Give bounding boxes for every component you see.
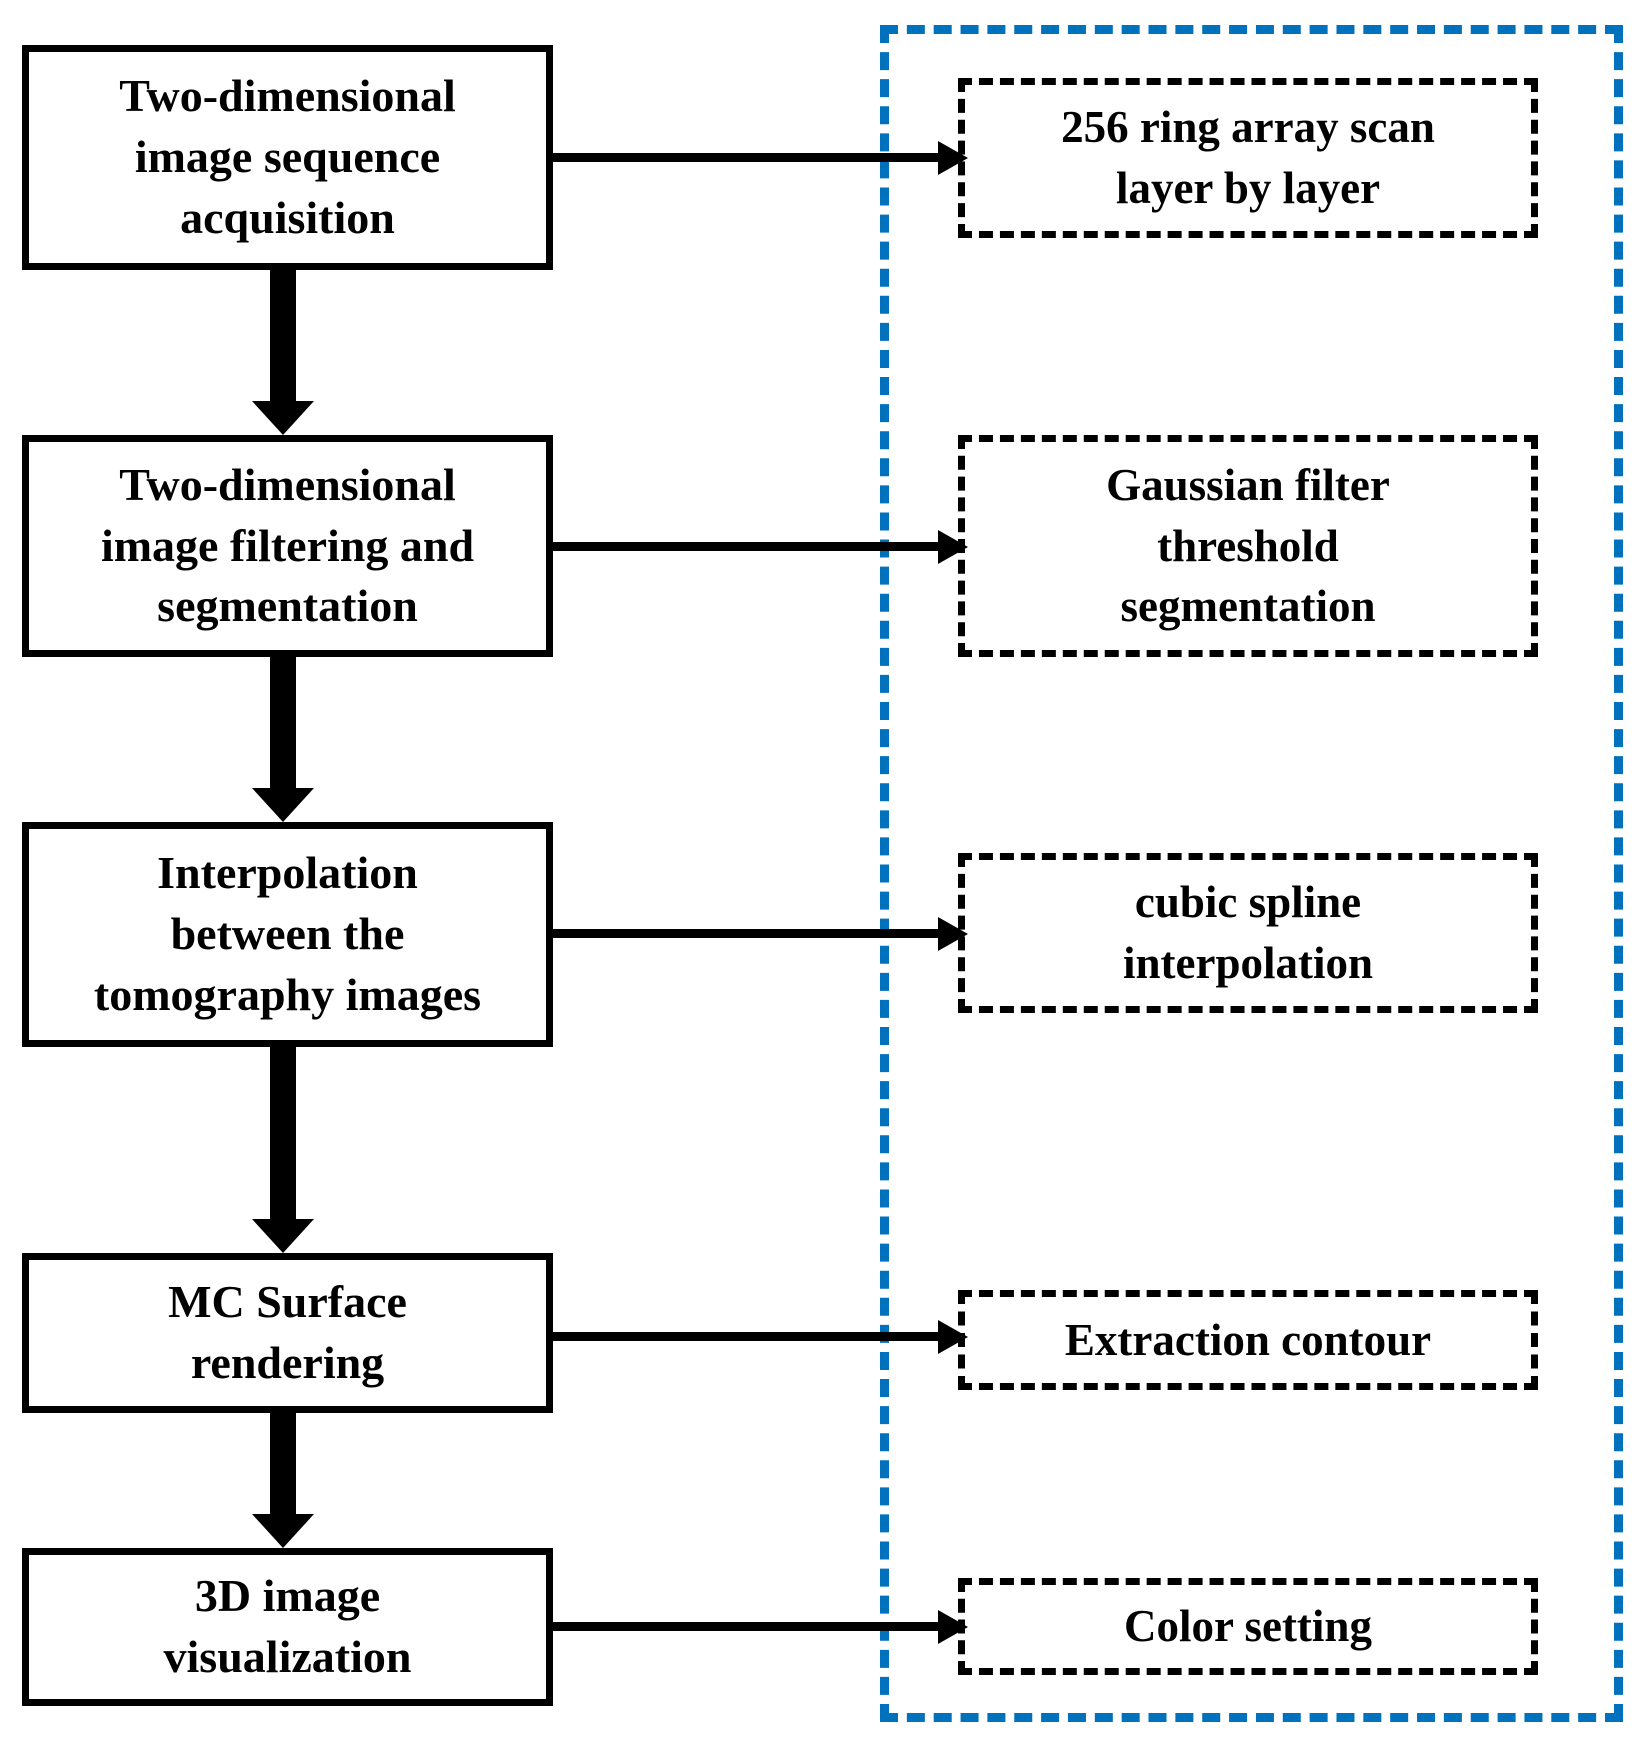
methods-group-outline — [880, 25, 1623, 1722]
method-box-color-setting: Color setting — [958, 1578, 1538, 1675]
step-box-filtering-segmentation: Two-dimensional image filtering and segm… — [22, 435, 553, 657]
method-box-ring-array-scan: 256 ring array scan layer by layer — [958, 78, 1538, 238]
method-box-gaussian-threshold: Gaussian filter threshold segmentation — [958, 435, 1538, 657]
method-box-cubic-spline: cubic spline interpolation — [958, 853, 1538, 1013]
step-box-3d-visualization: 3D image visualization — [22, 1548, 553, 1706]
method-box-extraction-contour: Extraction contour — [958, 1290, 1538, 1390]
step-box-mc-surface-rendering: MC Surface rendering — [22, 1253, 553, 1413]
step-box-interpolation: Interpolation between the tomography ima… — [22, 822, 553, 1047]
step-box-image-acquisition: Two-dimensional image sequence acquisiti… — [22, 45, 553, 270]
